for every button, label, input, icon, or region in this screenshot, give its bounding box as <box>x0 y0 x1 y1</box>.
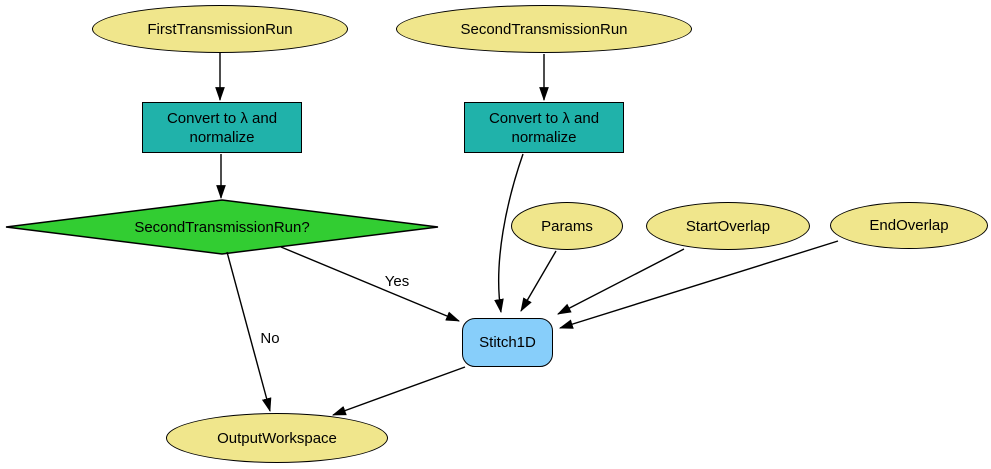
edge-startoverlap-to-stitch1d <box>557 248 685 315</box>
node-second-transmission-run: SecondTransmissionRun <box>396 5 692 53</box>
edge-decision-yes-to-stitch1d <box>280 246 460 322</box>
edge-decision-no-to-output <box>226 251 272 413</box>
edge-label-no: No <box>260 330 280 347</box>
node-convert-normalize-left: Convert to λ and normalize <box>142 102 302 153</box>
edge-endoverlap-to-stitch1d <box>558 240 839 329</box>
node-stitch1d: Stitch1D <box>462 318 553 367</box>
node-first-transmission-run: FirstTransmissionRun <box>92 5 348 53</box>
node-output-workspace: OutputWorkspace <box>166 413 388 463</box>
node-params: Params <box>511 202 623 250</box>
node-convert-normalize-right: Convert to λ and normalize <box>464 102 624 153</box>
edge-stitch1d-to-output <box>331 366 466 416</box>
decision-diamond-shape <box>5 199 439 255</box>
node-decision-label: SecondTransmissionRun? <box>134 218 310 236</box>
node-end-overlap: EndOverlap <box>830 202 988 249</box>
edge-params-to-stitch1d <box>520 250 557 312</box>
node-start-overlap: StartOverlap <box>646 202 810 250</box>
edge-convertright-to-stitch1d <box>494 153 524 314</box>
edge-label-yes: Yes <box>384 273 410 290</box>
